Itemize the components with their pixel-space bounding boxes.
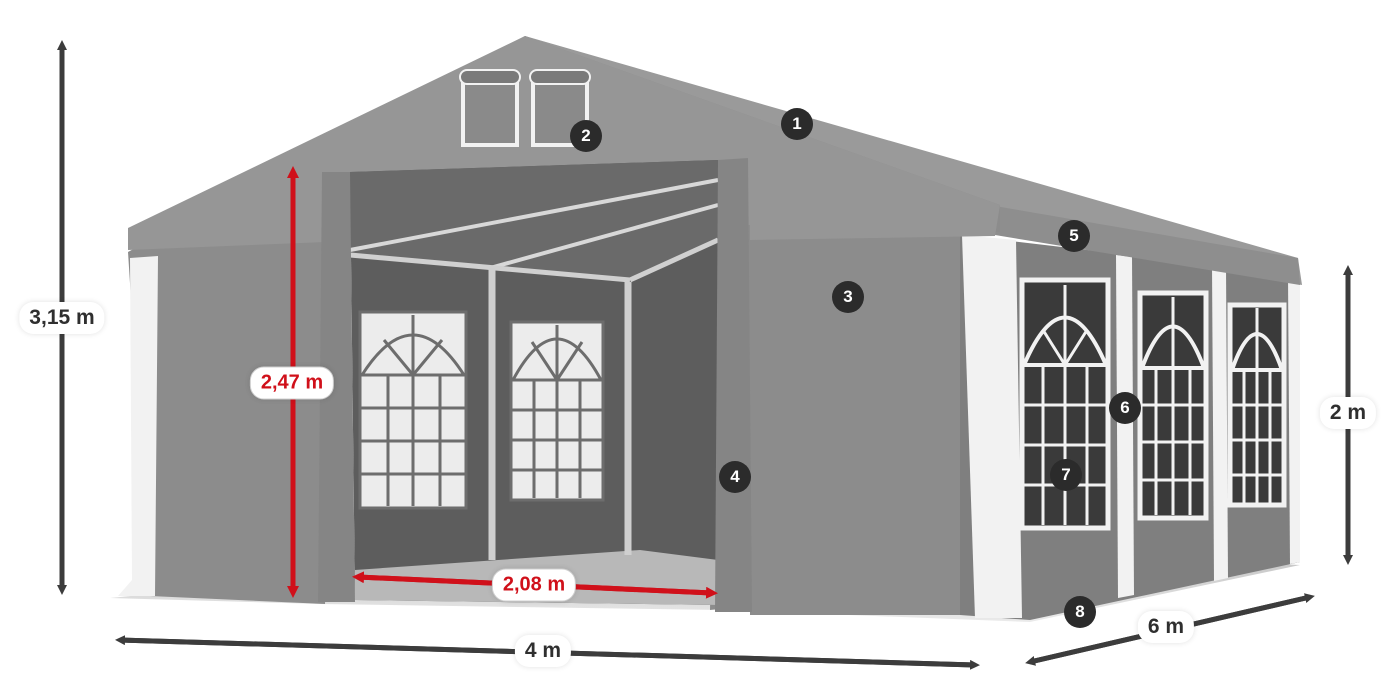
marker-gable-vent: 2: [570, 120, 602, 152]
marker-window: 7: [1050, 459, 1082, 491]
width-label: 4 m: [514, 635, 572, 667]
total-height-label: 3,15 m: [19, 302, 105, 334]
side-windows: [1019, 277, 1287, 531]
door-opening: [318, 158, 752, 612]
marker-roof-edge: 5: [1058, 220, 1090, 252]
roof: [525, 36, 1302, 285]
marker-door-curtain: 4: [719, 461, 751, 493]
gable-vents: [459, 69, 591, 147]
marker-wall-fabric: 3: [832, 281, 864, 313]
door-height-label: 2,47 m: [249, 366, 335, 400]
side-wall-height-label: 2 m: [1319, 397, 1377, 429]
door-width-label: 2,08 m: [491, 568, 577, 602]
marker-roof: 1: [781, 108, 813, 140]
length-label: 6 m: [1137, 611, 1195, 643]
marker-side-post: 6: [1109, 392, 1141, 424]
marker-ground-skirt: 8: [1064, 596, 1096, 628]
